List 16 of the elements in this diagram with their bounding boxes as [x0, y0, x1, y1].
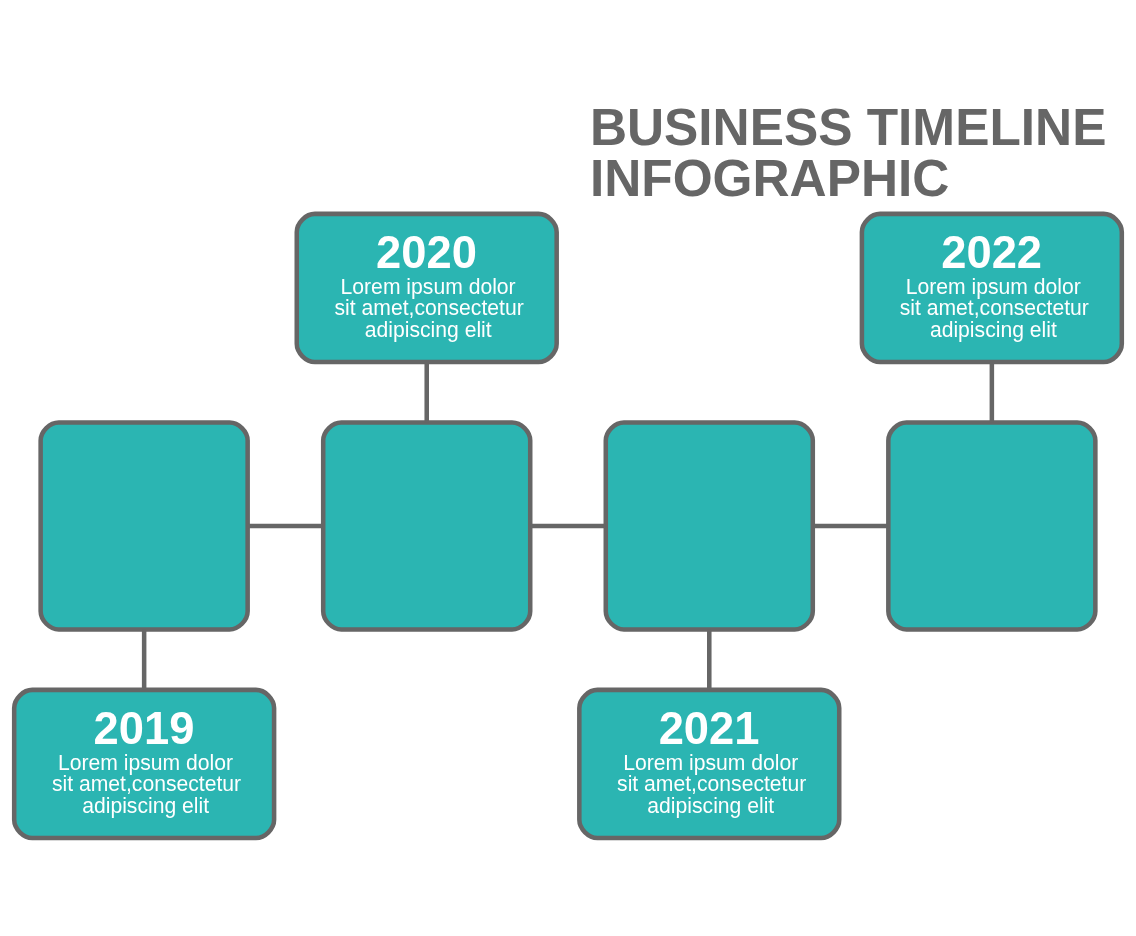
connector	[707, 629, 712, 689]
connector	[141, 629, 147, 689]
node-box	[886, 419, 1098, 632]
node-box	[38, 419, 250, 632]
node-box: 2019 Lorem ipsum dolor sit amet,consectetur adipiscing elit	[11, 687, 277, 840]
connector	[813, 523, 888, 528]
node-box	[320, 419, 533, 632]
node-box	[603, 419, 816, 632]
node-box: 2020 Lorem ipsum dolor sit amet,consectetur adipiscing elit	[294, 211, 559, 364]
diagram-title: BUSINESS TIMELINE INFOGRAPHIC	[589, 97, 1107, 207]
node-box: 2021 Lorem ipsum dolor sit amet,consectetur adipiscing elit	[577, 687, 842, 840]
connector	[424, 362, 429, 422]
connector	[989, 362, 995, 422]
node-box: 2022 Lorem ipsum dolor sit amet,consectetur adipiscing elit	[859, 211, 1125, 364]
connector	[247, 523, 323, 528]
connector	[530, 523, 606, 528]
